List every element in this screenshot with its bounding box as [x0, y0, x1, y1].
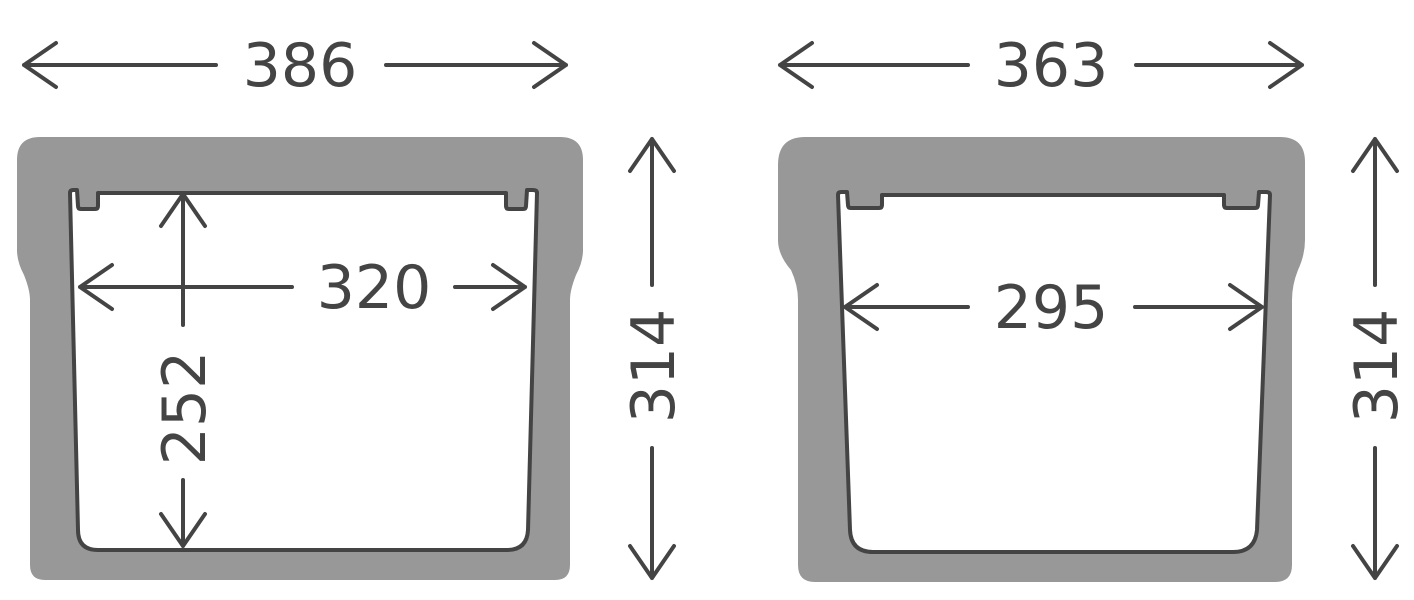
left-outer-width-dimension: 386	[22, 31, 568, 101]
left-bin: 320 252	[17, 137, 583, 580]
right-inner-width-label: 295	[994, 273, 1109, 343]
right-inner-width-dimension: 295	[843, 273, 1264, 343]
left-inner-depth-dimension: 252	[150, 192, 220, 548]
left-bin-inner	[68, 188, 539, 552]
right-outer-width-label: 363	[994, 31, 1109, 101]
right-bin: 295	[778, 137, 1305, 582]
left-inner-width-label: 320	[317, 253, 432, 323]
left-outer-width-label: 386	[243, 31, 358, 101]
right-outer-width-dimension: 363	[778, 31, 1304, 101]
right-height-dimension: 314	[1342, 137, 1412, 580]
right-height-label: 314	[1342, 309, 1412, 424]
right-bin-inner	[836, 190, 1272, 554]
left-inner-width-dimension: 320	[78, 253, 527, 323]
left-inner-depth-label: 252	[150, 351, 220, 466]
left-height-dimension: 314	[619, 137, 689, 580]
left-height-label: 314	[619, 309, 689, 424]
